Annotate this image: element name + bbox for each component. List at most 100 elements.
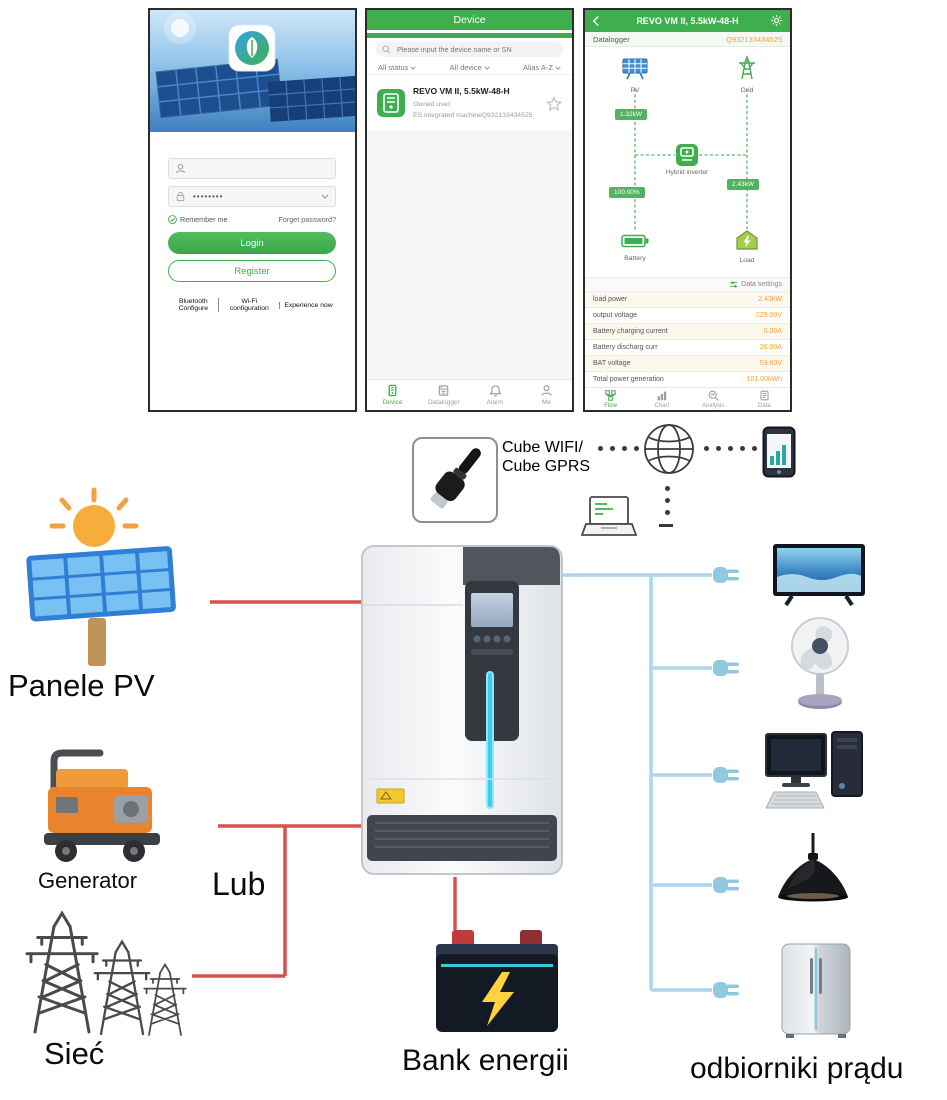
fan-illustration — [779, 616, 861, 717]
hybrid-inverter-illustration — [359, 543, 565, 882]
dotted-connector — [704, 446, 757, 451]
login-button[interactable]: Login — [168, 232, 336, 254]
data-row-value: 26.00A — [759, 344, 782, 351]
data-row-value: 229.00V — [755, 312, 782, 319]
phone-login-screen: Remember me Forget password? Login Regis… — [148, 8, 357, 412]
pv-panel-icon — [622, 58, 648, 80]
favorite-star-icon[interactable] — [545, 95, 563, 112]
tab-me[interactable]: Me — [521, 380, 572, 410]
loads-label: odbiorniki prądu — [690, 1052, 904, 1085]
tab-chart[interactable]: Chart — [636, 388, 687, 410]
person-icon — [175, 163, 186, 174]
cube-wifi-label: Cube WIFI/ Cube GPRS — [502, 438, 590, 476]
app-logo — [228, 24, 276, 72]
dotted-connector — [598, 446, 639, 451]
person-icon — [541, 385, 552, 396]
load-label: Load — [739, 257, 755, 264]
header-accent-bar — [367, 33, 572, 38]
forget-password-link[interactable]: Forget password? — [278, 214, 336, 224]
plug-icon — [710, 657, 742, 684]
password-field[interactable] — [168, 186, 336, 207]
data-tab-icon — [760, 390, 769, 400]
device-list-header: Device — [367, 10, 572, 30]
data-row-value: 0.00A — [763, 328, 782, 335]
register-button[interactable]: Register — [168, 260, 336, 282]
plug-icon — [710, 874, 742, 901]
page-title: Device — [453, 14, 486, 26]
remember-me-checkbox[interactable]: Remember me — [168, 215, 228, 224]
experience-now-link[interactable]: Experience now — [279, 301, 336, 309]
search-input[interactable] — [395, 44, 559, 55]
username-field[interactable] — [168, 158, 336, 179]
tab-label: Data — [758, 402, 771, 409]
battery-node: Battery — [613, 233, 657, 262]
ac-output-lines-blue — [563, 573, 712, 992]
tab-datalogger[interactable]: Datalogger — [418, 380, 469, 410]
bluetooth-configure-link[interactable]: Bluetooth Configure — [178, 298, 209, 312]
laptop-icon — [580, 495, 638, 552]
inverter-device-icon — [377, 89, 405, 117]
power-grid-illustration — [10, 894, 190, 1044]
battery-label: Bank energii — [402, 1044, 569, 1077]
tab-analysis[interactable]: Analysis — [688, 388, 739, 410]
load-house-icon — [736, 230, 758, 250]
gear-icon[interactable] — [770, 14, 783, 27]
chevron-down-icon — [484, 66, 490, 70]
device-card[interactable]: REVO VM II, 5.5kW-48-H Owned user: ES in… — [367, 78, 572, 131]
detail-header: REVO VM II, 5.5kW-48-H — [585, 10, 790, 32]
tab-alarm[interactable]: Alarm — [470, 380, 521, 410]
tab-device[interactable]: Device — [367, 380, 418, 410]
login-footer-links: Bluetooth Configure Wi-Fi configuration … — [154, 287, 351, 323]
data-row-value: 101.00kWh — [746, 376, 782, 383]
generator-illustration — [36, 739, 168, 874]
chevron-down-icon[interactable] — [321, 194, 329, 199]
datalogger-tab-icon — [439, 385, 449, 396]
tab-flow[interactable]: Flow — [585, 388, 636, 410]
plug-icon — [710, 564, 742, 591]
sliders-icon — [730, 281, 738, 288]
solar-label: Panele PV — [8, 668, 155, 703]
tab-label: Alarm — [486, 399, 504, 406]
wifi-dongle-icon — [430, 448, 481, 509]
device-search-bar[interactable] — [376, 42, 563, 57]
device-owner-label: Owned user: — [413, 101, 452, 108]
data-row-label: Battery discharg curr — [593, 344, 658, 351]
filter-all-status[interactable]: All status — [378, 61, 417, 74]
load-power-chip: 2.43kW — [727, 179, 760, 190]
grid-label: Grid — [740, 87, 754, 94]
pv-power-chip: 1.32kW — [615, 109, 648, 120]
lock-icon — [176, 191, 185, 202]
data-row-label: Battery charging current — [593, 328, 668, 335]
data-row: load power 2.43kW — [585, 292, 790, 308]
tab-label: Flow — [604, 402, 617, 409]
wifi-configuration-link[interactable]: Wi-Fi configuration — [218, 298, 279, 312]
data-settings-row[interactable]: Data settings — [585, 277, 790, 292]
tv-illustration — [772, 543, 866, 612]
grid-node: Grid — [725, 55, 769, 94]
username-input[interactable] — [191, 163, 325, 174]
device-tab-icon — [388, 384, 397, 397]
filter-all-device[interactable]: All device — [450, 61, 490, 74]
internet-globe-icon — [641, 421, 697, 482]
hybrid-inverter-icon — [675, 143, 699, 167]
lamp-illustration — [770, 833, 856, 930]
device-bottom-nav: Device Datalogger Alarm — [367, 379, 572, 410]
grid-label: Sieć — [44, 1036, 105, 1071]
data-row-label: Total power generation — [593, 376, 664, 383]
tab-label: Me — [541, 399, 551, 406]
datalogger-sn: Q932133434525 — [726, 34, 782, 44]
back-icon[interactable] — [592, 15, 600, 27]
battery-label: Battery — [624, 255, 646, 262]
tab-data[interactable]: Data — [739, 388, 790, 410]
plug-icon — [710, 979, 742, 1006]
battery-soc-chip: 100.00% — [609, 187, 645, 198]
filter-label: All status — [378, 63, 409, 72]
password-input[interactable] — [191, 191, 313, 202]
phone-device-list-screen: Device All status All device Alias A-Z — [365, 8, 574, 412]
datalogger-row: Datalogger Q932133434525 — [585, 32, 790, 47]
data-row: BAT voltage 53.60V — [585, 356, 790, 372]
filter-alias-sort[interactable]: Alias A-Z — [523, 61, 561, 74]
chart-tab-icon — [657, 391, 667, 400]
login-options-row: Remember me Forget password? — [168, 213, 336, 225]
